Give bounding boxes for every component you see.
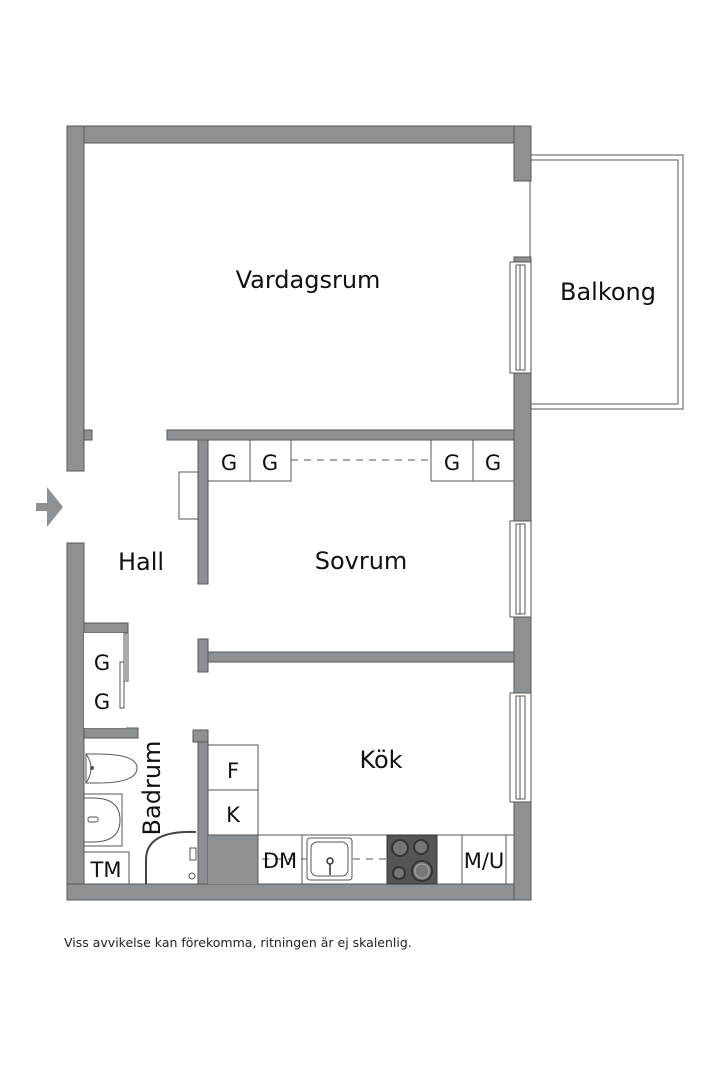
wardrobe bbox=[472, 439, 515, 482]
hall-wardrobe: G G bbox=[84, 632, 129, 728]
room-label-hall: Hall bbox=[118, 548, 164, 576]
stove-icon bbox=[386, 834, 438, 885]
sink-icon bbox=[83, 793, 123, 847]
window-kitchen bbox=[509, 692, 532, 803]
wardrobe-label: G bbox=[94, 690, 110, 714]
window-bedroom bbox=[509, 520, 532, 618]
freezer bbox=[207, 789, 259, 836]
dishwasher-label: DM bbox=[263, 849, 297, 873]
freezer-label: K bbox=[226, 803, 241, 827]
window-living-room bbox=[509, 261, 532, 374]
entrance-arrow-icon bbox=[36, 487, 63, 527]
microwave-oven-label: M/U bbox=[464, 849, 505, 873]
wardrobe-label: G bbox=[262, 451, 278, 475]
outer-walls bbox=[66, 125, 532, 901]
hall-shelf bbox=[178, 471, 199, 520]
wardrobe-label: G bbox=[444, 451, 460, 475]
bathroom-fixtures: TM bbox=[83, 753, 197, 885]
wardrobe bbox=[249, 439, 292, 482]
toilet-icon bbox=[85, 753, 138, 784]
room-label-vardagsrum: Vardagsrum bbox=[236, 266, 381, 294]
fridge-label: F bbox=[227, 759, 239, 783]
bedroom-wardrobes: G G G G bbox=[207, 439, 515, 482]
wardrobe-label: G bbox=[485, 451, 501, 475]
shower-icon bbox=[145, 830, 197, 884]
fridge bbox=[207, 744, 259, 791]
windows bbox=[509, 261, 532, 803]
kitchen-fixtures: F K DM M/U bbox=[207, 744, 515, 885]
room-label-balkong: Balkong bbox=[560, 278, 656, 306]
room-label-kok: Kök bbox=[359, 746, 402, 774]
disclaimer-footnote: Viss avvikelse kan förekomma, ritningen … bbox=[64, 935, 412, 950]
washing-machine-label: TM bbox=[90, 858, 122, 882]
room-labels: Vardagsrum Balkong Hall Sovrum Kök Badru… bbox=[118, 266, 656, 835]
room-label-badrum: Badrum bbox=[138, 741, 166, 836]
washing-machine bbox=[83, 851, 130, 885]
room-label-sovrum: Sovrum bbox=[315, 547, 408, 575]
wardrobe-label: G bbox=[94, 651, 110, 675]
kitchen-sink-icon bbox=[306, 837, 353, 881]
interior-walls bbox=[83, 429, 515, 885]
wardrobe-label: G bbox=[221, 451, 237, 475]
